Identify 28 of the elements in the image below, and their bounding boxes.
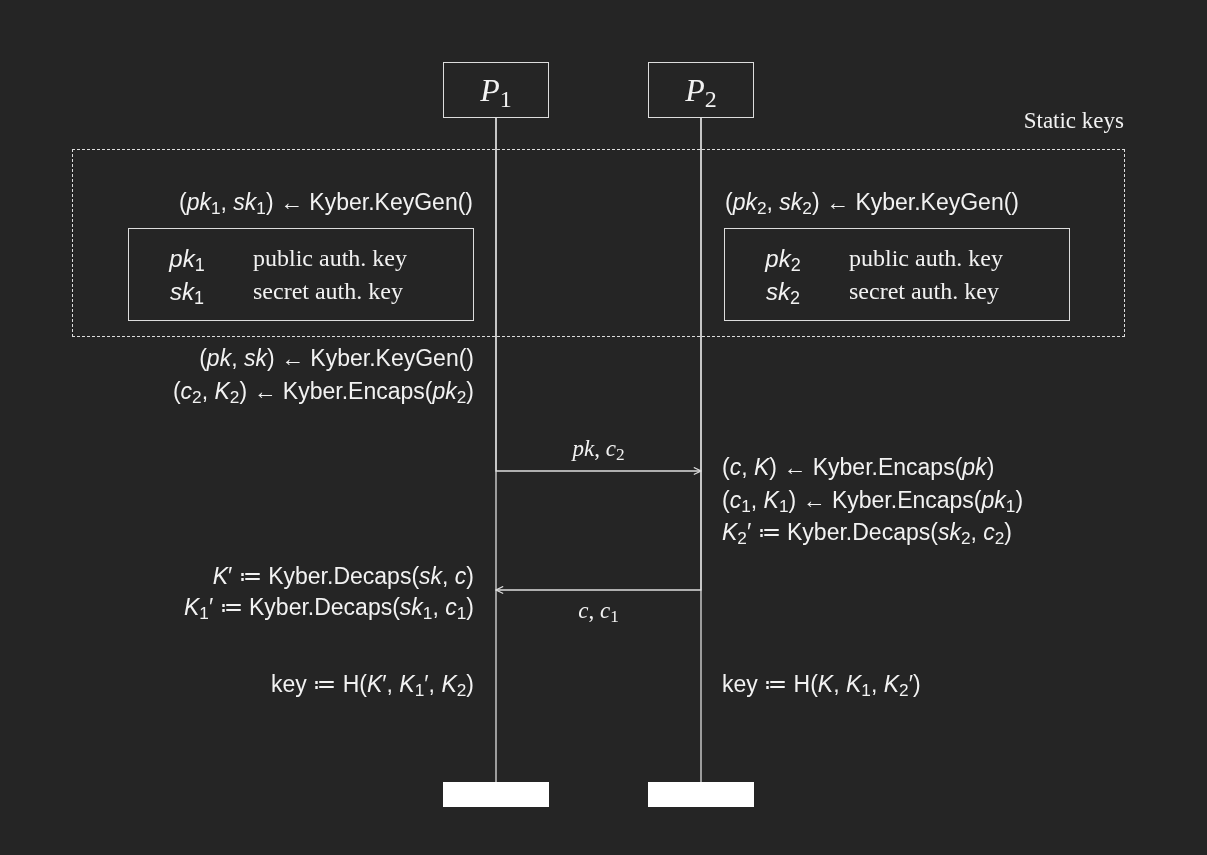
protocol-statement: key ≔ H(K, K$_{1}$, K$_{2}$′) (722, 670, 921, 699)
edge-label: pk, c$_{2}$ (572, 435, 625, 464)
bar-end-marker (443, 782, 549, 807)
key-symbol: pk$_{1}$ (167, 243, 206, 275)
protocol-statement: K$_{2}$′ ≔ Kyber.Decaps(sk$_{2}$, c$_{2}$) (722, 518, 1013, 547)
message-arrow (495, 117, 702, 476)
participant-box: P$_{2}$ (648, 62, 754, 118)
key-description: public auth. key (848, 243, 1004, 273)
participant-box: P$_{1}$ (443, 62, 549, 118)
protocol-statement: (pk, sk) ← Kyber.KeyGen() (199, 344, 474, 373)
edge-label: c, c$_{1}$ (578, 597, 619, 626)
keygen-statement: (pk$_{1}$, sk$_{1}$) ← Kyber.KeyGen() (179, 188, 473, 217)
key-description: public auth. key (252, 243, 408, 273)
key-symbol: sk$_{1}$ (169, 276, 205, 308)
keygen-statement: (pk$_{2}$, sk$_{2}$) ← Kyber.KeyGen() (725, 188, 1019, 217)
group-title: Static keys (1023, 107, 1124, 135)
bar-end-marker (648, 782, 754, 807)
key-description: secret auth. key (848, 276, 1000, 306)
key-symbol: pk$_{2}$ (763, 243, 802, 275)
protocol-statement: K′ ≔ Kyber.Decaps(sk, c) (212, 562, 474, 591)
protocol-statement: (c, K) ← Kyber.Encaps(pk) (722, 453, 995, 482)
protocol-statement: key ≔ H(K′, K$_{1}$′, K$_{2}$) (271, 670, 474, 699)
protocol-statement: (c$_{1}$, K$_{1}$) ← Kyber.Encaps(pk$_{1}$) (722, 486, 1024, 515)
key-symbol: sk$_{2}$ (765, 276, 801, 308)
message-arrow (495, 117, 702, 595)
key-description: secret auth. key (252, 276, 404, 306)
protocol-statement: (c$_{2}$, K$_{2}$) ← Kyber.Encaps(pk$_{2}$) (172, 377, 474, 406)
protocol-statement: K$_{1}$′ ≔ Kyber.Decaps(sk$_{1}$, c$_{1}$) (183, 593, 474, 622)
